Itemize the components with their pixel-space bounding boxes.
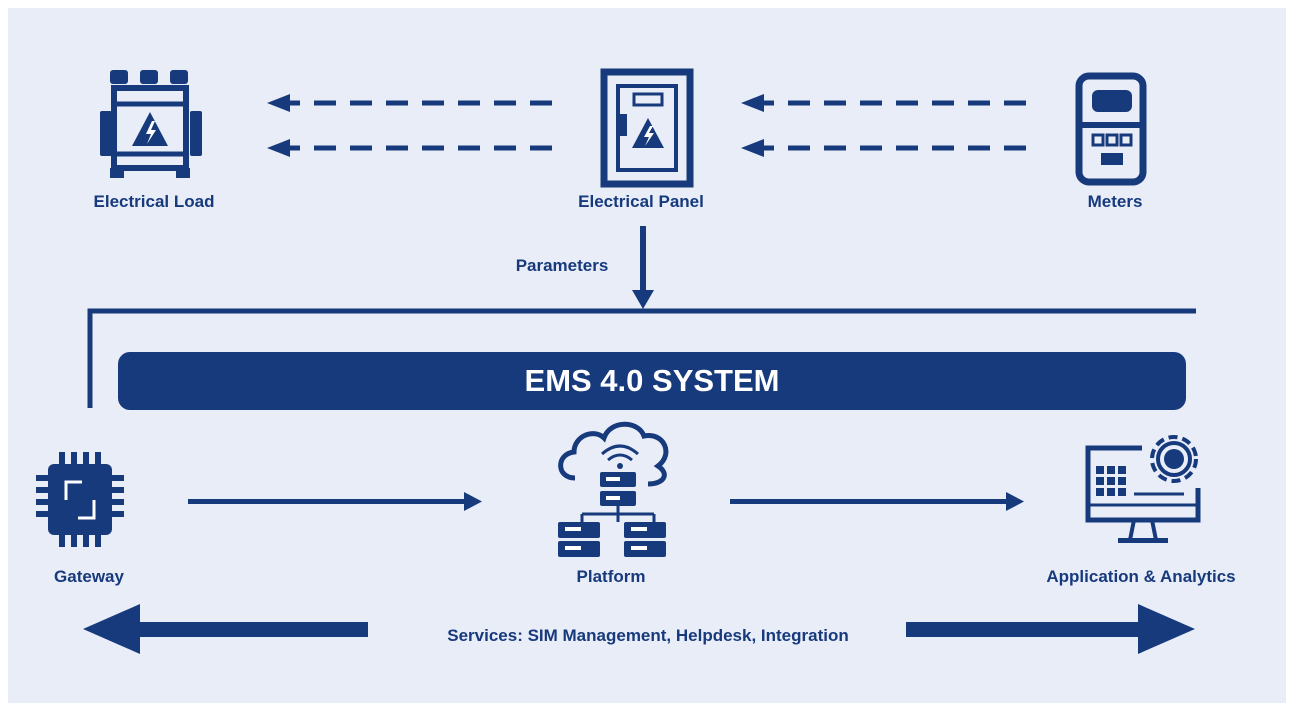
meter-icon [1075, 72, 1147, 186]
parameters-label: Parameters [515, 256, 609, 275]
cloud-server-icon [558, 421, 669, 557]
services-right-arrow [906, 604, 1195, 654]
ems-system-bar: EMS 4.0 SYSTEM [118, 352, 1186, 410]
electrical-panel-icon [600, 68, 694, 188]
platform-label: Platform [576, 567, 646, 586]
gateway-label: Gateway [54, 567, 124, 586]
electrical-panel-label: Electrical Panel [578, 192, 704, 211]
system-bracket [87, 308, 1196, 408]
electrical-load-label: Electrical Load [93, 192, 215, 211]
diagram-graphics [36, 68, 1201, 654]
application-label: Application & Analytics [1046, 567, 1236, 586]
meters-to-panel-arrows [741, 94, 1026, 157]
panel-to-load-arrows [267, 94, 552, 157]
services-label: Services: SIM Management, Helpdesk, Inte… [447, 626, 849, 645]
chip-icon [36, 452, 124, 547]
transformer-icon [100, 70, 202, 178]
platform-to-application-arrow [730, 492, 1024, 511]
meters-label: Meters [1087, 192, 1143, 211]
monitor-gear-icon [1085, 435, 1201, 543]
gateway-to-platform-arrow [188, 492, 482, 511]
diagram-canvas: Electrical Load Electrical Panel Meters … [8, 8, 1286, 703]
parameters-arrow [632, 226, 654, 309]
services-left-arrow [83, 604, 368, 654]
system-title: EMS 4.0 SYSTEM [524, 363, 780, 398]
